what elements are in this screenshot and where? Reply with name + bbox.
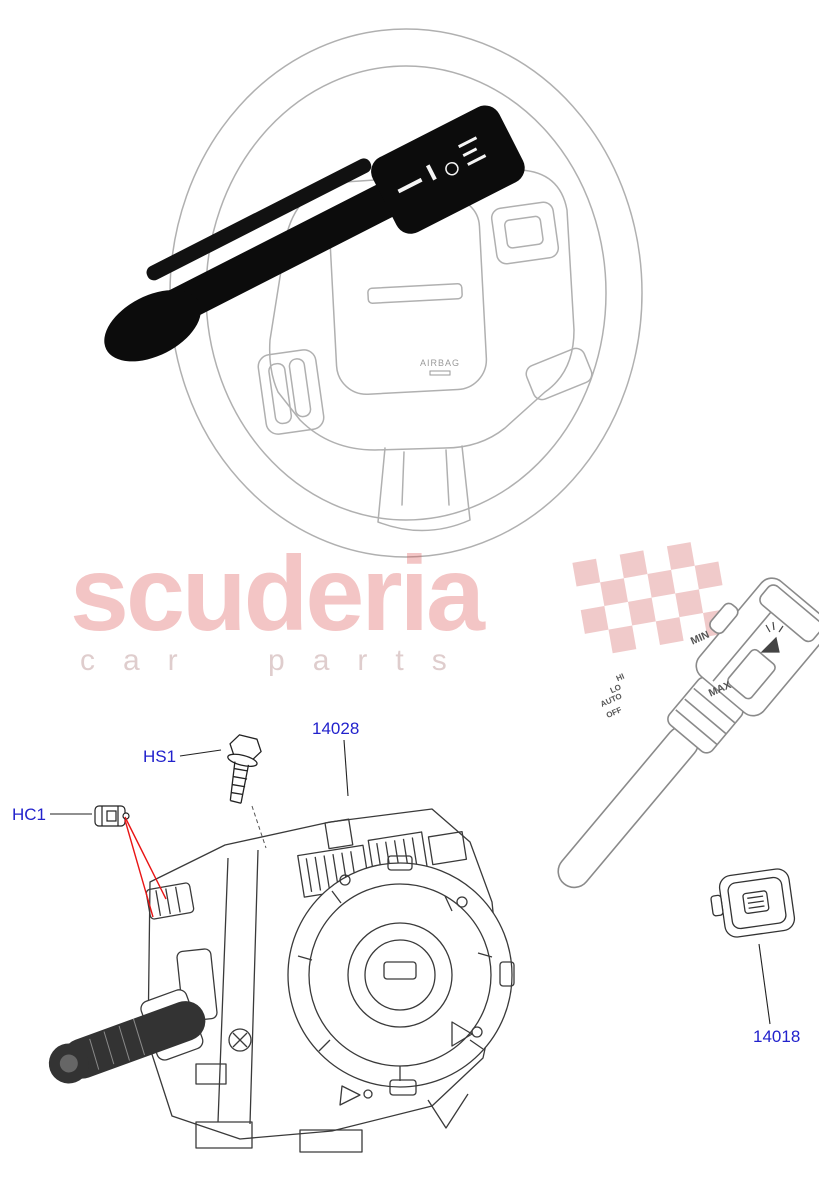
indicator-stalk-drawing — [104, 105, 525, 362]
wiper-washer-spray-icon — [760, 621, 784, 653]
wiper-off-label: OFF — [605, 705, 623, 720]
watermark-tagline-text: car parts — [80, 644, 475, 677]
bolt-hs1-drawing — [227, 734, 262, 804]
leader-lines — [50, 739, 771, 1025]
switch-14018-drawing — [710, 868, 796, 938]
hc1-leader-lines-red — [124, 816, 167, 918]
airbag-label: AIRBAG — [420, 358, 460, 368]
label-hs1[interactable]: HS1 — [143, 747, 176, 766]
bolt-guide-dashed-line — [251, 805, 267, 849]
hc1-mount-bracket — [145, 882, 195, 920]
airbag-badge-outline — [429, 370, 451, 376]
switch-assembly-drawing — [145, 808, 515, 1153]
lower-stalk-drawing — [48, 989, 206, 1084]
label-14028[interactable]: 14028 — [312, 719, 359, 738]
stalk-icon-markings — [397, 136, 487, 194]
watermark-checkered-flag-icon — [572, 542, 731, 654]
wiper-hi-label: HI — [615, 672, 626, 683]
watermark: scuderia car parts — [70, 535, 731, 677]
clip-hc1-drawing — [94, 805, 130, 827]
label-hc1[interactable]: HC1 — [12, 805, 46, 824]
label-14018[interactable]: 14018 — [753, 1027, 800, 1046]
wiper-lo-label: LO — [609, 682, 623, 695]
watermark-brand-text: scuderia — [70, 535, 486, 653]
wiper-stalk-drawing — [557, 577, 819, 889]
